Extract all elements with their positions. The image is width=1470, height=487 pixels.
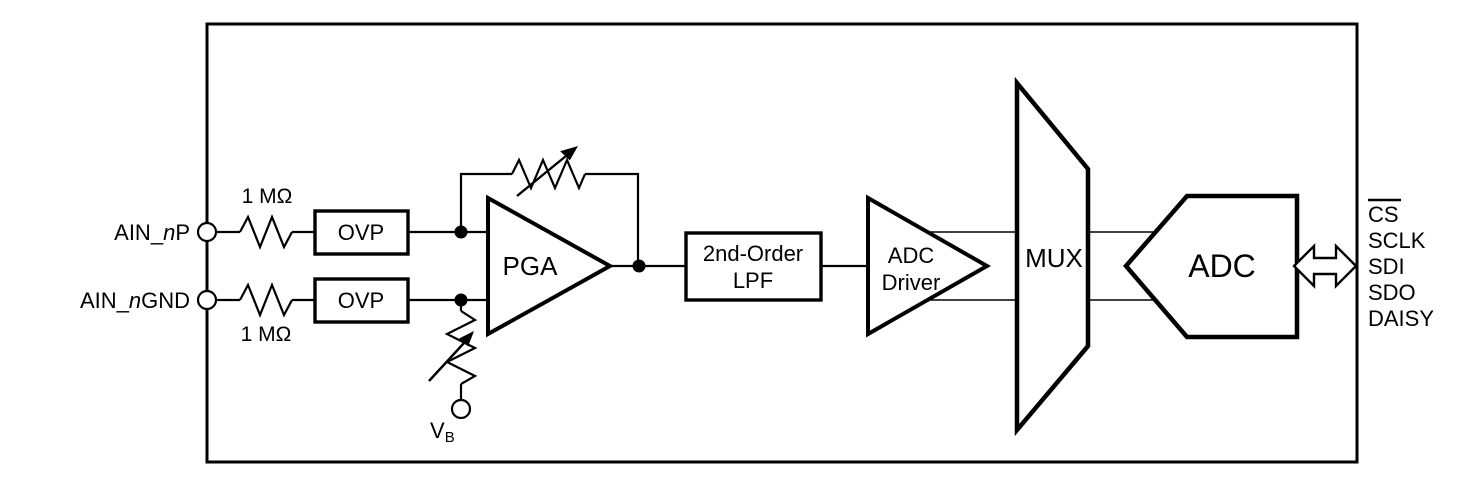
gain-feedback-network — [459, 146, 640, 266]
ain-gnd-label-suffix: GND — [141, 288, 190, 313]
bias-adjust-arrow-shaft — [428, 342, 465, 382]
ain-p-terminal — [196, 221, 218, 243]
ain-gnd-terminal — [196, 289, 218, 311]
pin-label-sdo: SDO — [1368, 280, 1416, 305]
ain-p-label-suffix: P — [175, 220, 190, 245]
gain-adjust-arrow-head — [560, 146, 578, 161]
junction-dot — [454, 225, 468, 239]
ovp-bottom-block — [313, 277, 410, 324]
bias-adjust-arrow-head — [459, 331, 474, 347]
ain-gnd-label-var: n — [129, 288, 141, 313]
adc-driver-block — [866, 194, 992, 338]
adc-driver-label-line2: Driver — [882, 270, 941, 295]
lpf-label-line2: LPF — [733, 268, 773, 293]
resistor-top-label: 1 MΩ — [242, 185, 293, 208]
vb-label-main: V — [430, 418, 445, 443]
resistor-bottom-label: 1 MΩ — [241, 323, 292, 346]
pin-label-daisy: DAISY — [1368, 306, 1434, 331]
ain-p-label-prefix: AIN_ — [114, 220, 164, 245]
vb-terminal — [450, 398, 472, 420]
lpf-label-line1: 2nd-Order — [703, 241, 803, 266]
ain-p-label-var: n — [163, 220, 175, 245]
adc-label: ADC — [1188, 248, 1256, 284]
ain-gnd-label: AIN_nGND — [80, 288, 190, 313]
spi-bus-arrow-icon — [1292, 243, 1358, 289]
ovp-top-block — [313, 209, 410, 256]
vb-label-sub: B — [445, 429, 455, 446]
lpf-block — [684, 231, 823, 302]
junction-dot — [454, 293, 468, 307]
input-resistor-bottom — [239, 282, 293, 318]
vb-label: VB — [430, 418, 455, 446]
pga-label: PGA — [503, 251, 559, 281]
gain-resistor — [511, 157, 587, 191]
pin-label-sdi: SDI — [1368, 254, 1405, 279]
ain-p-label: AIN_nP — [114, 220, 190, 245]
differential-pair-lines — [925, 231, 1160, 301]
ovp-bottom-label: OVP — [338, 288, 384, 313]
adc-driver-label-line1: ADC — [888, 243, 935, 268]
mux-label: MUX — [1025, 243, 1083, 273]
gain-adjust-arrow-shaft — [516, 155, 567, 197]
junction-dot — [632, 259, 646, 273]
serial-pin-labels: CS SCLK SDI SDO DAISY — [1368, 198, 1434, 331]
bias-resistor — [444, 310, 478, 385]
ain-gnd-label-prefix: AIN_ — [80, 288, 130, 313]
ovp-top-label: OVP — [338, 220, 384, 245]
feedback-wire — [459, 172, 640, 266]
pin-label-sclk: SCLK — [1368, 228, 1426, 253]
signal-wires — [216, 230, 868, 302]
pin-label-cs: CS — [1368, 202, 1399, 227]
pga-block — [486, 194, 615, 338]
input-resistor-top — [239, 214, 293, 250]
mux-block — [1014, 76, 1091, 437]
